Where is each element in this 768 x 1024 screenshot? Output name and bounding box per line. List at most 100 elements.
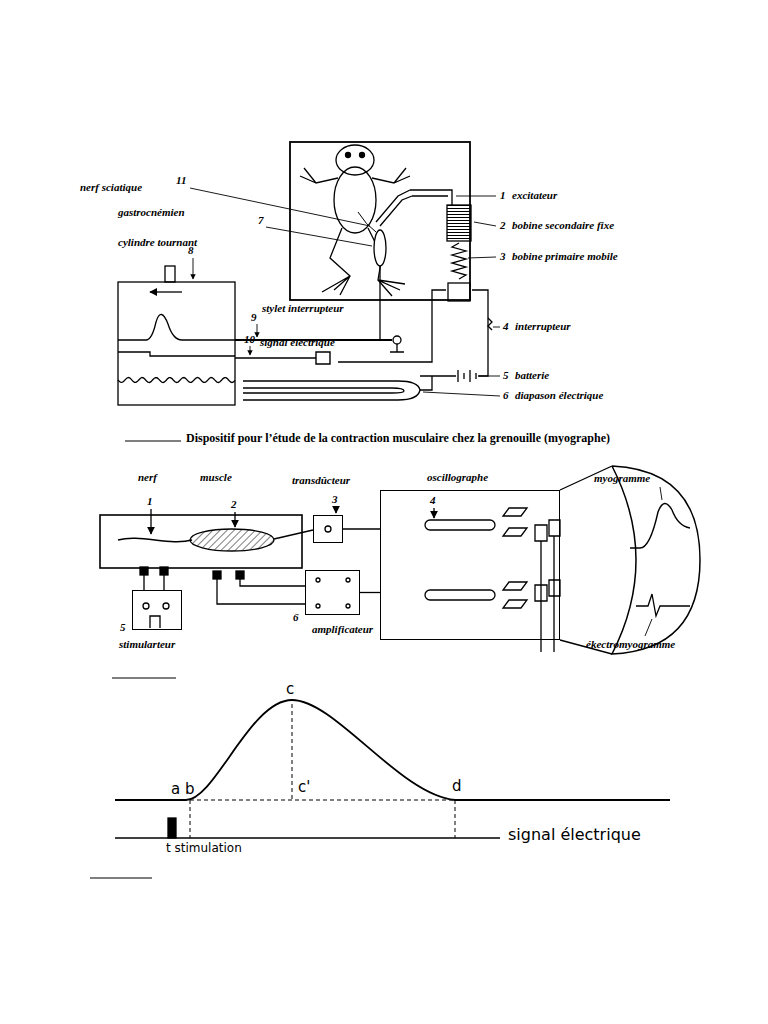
part-label: b xyxy=(185,781,195,798)
lever-stand xyxy=(390,344,404,352)
muscle-thread xyxy=(379,266,380,340)
myogram-trace xyxy=(118,314,235,340)
sciatic-nerve xyxy=(358,212,376,232)
leader-line xyxy=(645,619,652,636)
part-label: myogramme xyxy=(594,472,650,485)
callout-arrow xyxy=(433,508,434,518)
signal-pen xyxy=(235,352,330,364)
tuning-fork-trace xyxy=(118,378,235,383)
amplifier-terminal xyxy=(316,604,320,608)
callout-number: 5 xyxy=(503,369,509,382)
stimulating-electrode xyxy=(160,567,168,575)
crt-flare xyxy=(560,466,612,654)
rotating-drum xyxy=(118,282,235,405)
battery-symbol xyxy=(458,370,476,382)
rotation-arrow xyxy=(150,291,182,292)
amplifier-terminal xyxy=(346,604,350,608)
callout-number: 11 xyxy=(176,174,186,187)
recording-electrode xyxy=(236,571,244,579)
callout-number: 7 xyxy=(258,214,264,227)
part-label: bobine secondaire fixe xyxy=(512,219,614,232)
leader-lines xyxy=(190,188,500,396)
part-label: ékectromyogramme xyxy=(586,638,675,651)
crt-screen xyxy=(612,466,700,654)
recording-electrode xyxy=(213,571,221,579)
callout-number: 3 xyxy=(332,493,338,506)
nerve xyxy=(118,538,192,541)
signal-trace xyxy=(118,352,235,356)
node-label: oscillographe xyxy=(427,471,488,484)
transducer-box: transdûcteur xyxy=(313,515,343,543)
gastrocnemius-muscle xyxy=(374,230,386,266)
stimulator-terminal xyxy=(143,603,149,609)
part-label: interrupteur xyxy=(515,320,571,333)
oscillograph-box: oscillographe xyxy=(380,490,560,640)
part-label: bobine primaire mobile xyxy=(512,250,618,263)
callout-number: 5 xyxy=(120,621,126,634)
part-label: nerf sciatique xyxy=(80,181,142,194)
primary-coil xyxy=(452,243,466,279)
exciter-electrode xyxy=(376,190,412,226)
part-label: c xyxy=(286,681,294,698)
stimulator-terminal xyxy=(163,603,169,609)
part-label: t stimulation xyxy=(166,842,242,856)
part-label: cylindre tournant xyxy=(118,236,197,249)
stimulator-box: stimularteur xyxy=(132,590,182,630)
construction-lines xyxy=(190,704,455,838)
callout-number: 4 xyxy=(503,320,509,333)
figure-caption: Dispositif pour l’étude de la contractio… xyxy=(186,431,610,446)
electron-gun xyxy=(425,590,495,600)
electric-tuning-fork xyxy=(243,381,420,400)
amplifier-terminal xyxy=(316,578,320,582)
lever-pivot xyxy=(393,336,401,344)
node-label: stimularteur xyxy=(119,638,175,651)
part-label: diapason électrique xyxy=(515,389,603,402)
node-label: amplificateur xyxy=(312,623,373,636)
figure-number-blank xyxy=(112,678,176,679)
callout-arrow xyxy=(335,506,336,513)
part-label: stylet interrupteur xyxy=(262,302,344,315)
amplifier-terminal xyxy=(346,578,350,582)
callout-number: 4 xyxy=(430,494,436,507)
callout-number: 8 xyxy=(188,244,194,257)
preparation-chamber xyxy=(100,515,302,568)
part-label: gastrocnémien xyxy=(118,206,185,219)
stimulation-mark xyxy=(168,818,176,838)
part-label: c' xyxy=(298,779,310,796)
fork-wire xyxy=(420,376,432,390)
callout-number: 3 xyxy=(500,250,506,263)
muscle xyxy=(190,529,274,551)
interrupter-symbol xyxy=(488,318,492,330)
sweep-circuit xyxy=(535,520,560,652)
transducer-terminal xyxy=(325,526,331,532)
callout-number: 6 xyxy=(293,611,299,624)
deflection-plates xyxy=(503,508,527,608)
callout-number: 10 xyxy=(244,333,255,346)
part-label: d xyxy=(452,778,462,795)
callout-arrow xyxy=(150,509,151,534)
circuit-wire xyxy=(338,346,488,376)
amplifier-box: amplificateur xyxy=(305,570,360,615)
electron-gun xyxy=(425,520,495,530)
tendon-thread xyxy=(274,530,313,539)
coil-base xyxy=(448,283,470,301)
coil-stand xyxy=(432,290,488,352)
callout-number: 2 xyxy=(500,219,506,232)
callout-number: 6 xyxy=(503,389,509,402)
stimulator-switch xyxy=(150,616,160,628)
part-label: signal électrique xyxy=(508,826,641,844)
callout-number: 9 xyxy=(251,311,257,324)
electromyogram-trace xyxy=(636,594,690,616)
figure-number-blank xyxy=(125,441,181,442)
signal-wire xyxy=(360,592,380,593)
part-label: nerf xyxy=(138,471,157,484)
exciter-wire xyxy=(410,190,452,205)
callout-number: 1 xyxy=(147,495,153,508)
myogram-trace xyxy=(630,503,690,548)
part-label: signal électrique xyxy=(260,336,335,349)
callout-number: 1 xyxy=(500,189,506,202)
part-label: excitateur xyxy=(512,189,557,202)
callout-number: 2 xyxy=(231,498,237,511)
